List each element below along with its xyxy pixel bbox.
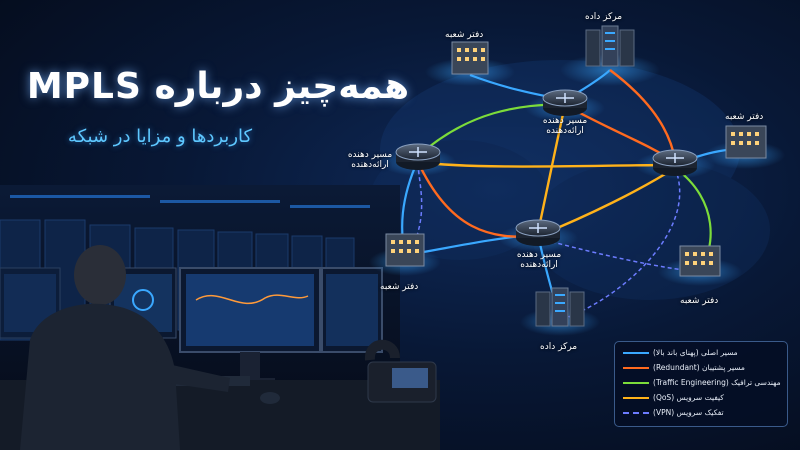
label-branch-left: دفتر شعبه: [380, 282, 419, 292]
legend-swatch: [623, 412, 649, 414]
legend-label: مسیر اصلی (پهنای باند بالا): [653, 348, 738, 357]
branch-left-icon: [385, 233, 425, 267]
page-subtitle: کاربردها و مزایا در شبکه: [67, 126, 253, 147]
router-left-icon: [395, 143, 441, 170]
label-branch-right: دفتر شعبه: [725, 112, 764, 122]
legend-swatch: [623, 382, 649, 384]
page-title: همه‌چیز درباره MPLS: [26, 66, 410, 107]
desk-phone: [365, 339, 437, 403]
legend-label: مسیر پشتیبان (Redundant): [653, 363, 745, 372]
router-top-icon: [542, 89, 588, 116]
label-branch-top: دفتر شعبه: [445, 30, 484, 40]
branch-right-icon: [725, 125, 767, 159]
legend-swatch: [623, 397, 649, 399]
legend-item-traffic-engineering: مهندسی ترافیک (Traffic Engineering): [623, 376, 783, 390]
label-router-top: مسیر دهنده ارائه‌دهنده: [542, 116, 588, 136]
label-router-left: مسیر دهنده ارائه‌دهنده: [347, 150, 393, 170]
router-right-icon: [652, 149, 698, 176]
label-datacenter-top: مرکز داده: [585, 12, 623, 22]
branch-bottom-right-icon: [679, 245, 721, 277]
server-room-background: [0, 185, 440, 450]
legend-item-vpn: تفکیک سرویس (VPN): [623, 406, 783, 420]
legend-swatch: [623, 352, 649, 354]
legend-box: مسیر اصلی (پهنای باند بالا) مسیر پشتیبان…: [614, 341, 788, 427]
legend-label: تفکیک سرویس (VPN): [653, 408, 724, 417]
monitor-right: [321, 267, 383, 353]
router-bottom-icon: [515, 219, 561, 246]
branch-top-icon: [451, 41, 489, 75]
monitor-center: [179, 267, 321, 383]
legend-label: کیفیت سرویس (QoS): [653, 393, 724, 402]
legend-item-redundant: مسیر پشتیبان (Redundant): [623, 361, 783, 375]
legend-label: مهندسی ترافیک (Traffic Engineering): [653, 378, 781, 387]
label-branch-bottom-right: دفتر شعبه: [680, 296, 719, 306]
legend-item-main-path: مسیر اصلی (پهنای باند بالا): [623, 346, 783, 360]
label-datacenter-bottom: مرکز داده: [540, 342, 578, 352]
label-router-bottom: مسیر دهنده ارائه‌دهنده: [516, 250, 562, 270]
datacenter-bottom-icon: [535, 287, 585, 327]
legend-item-qos: کیفیت سرویس (QoS): [623, 391, 783, 405]
engineer-figure: [20, 245, 230, 450]
mouse: [260, 392, 280, 404]
legend-swatch: [623, 367, 649, 369]
datacenter-top-icon: [585, 25, 635, 67]
